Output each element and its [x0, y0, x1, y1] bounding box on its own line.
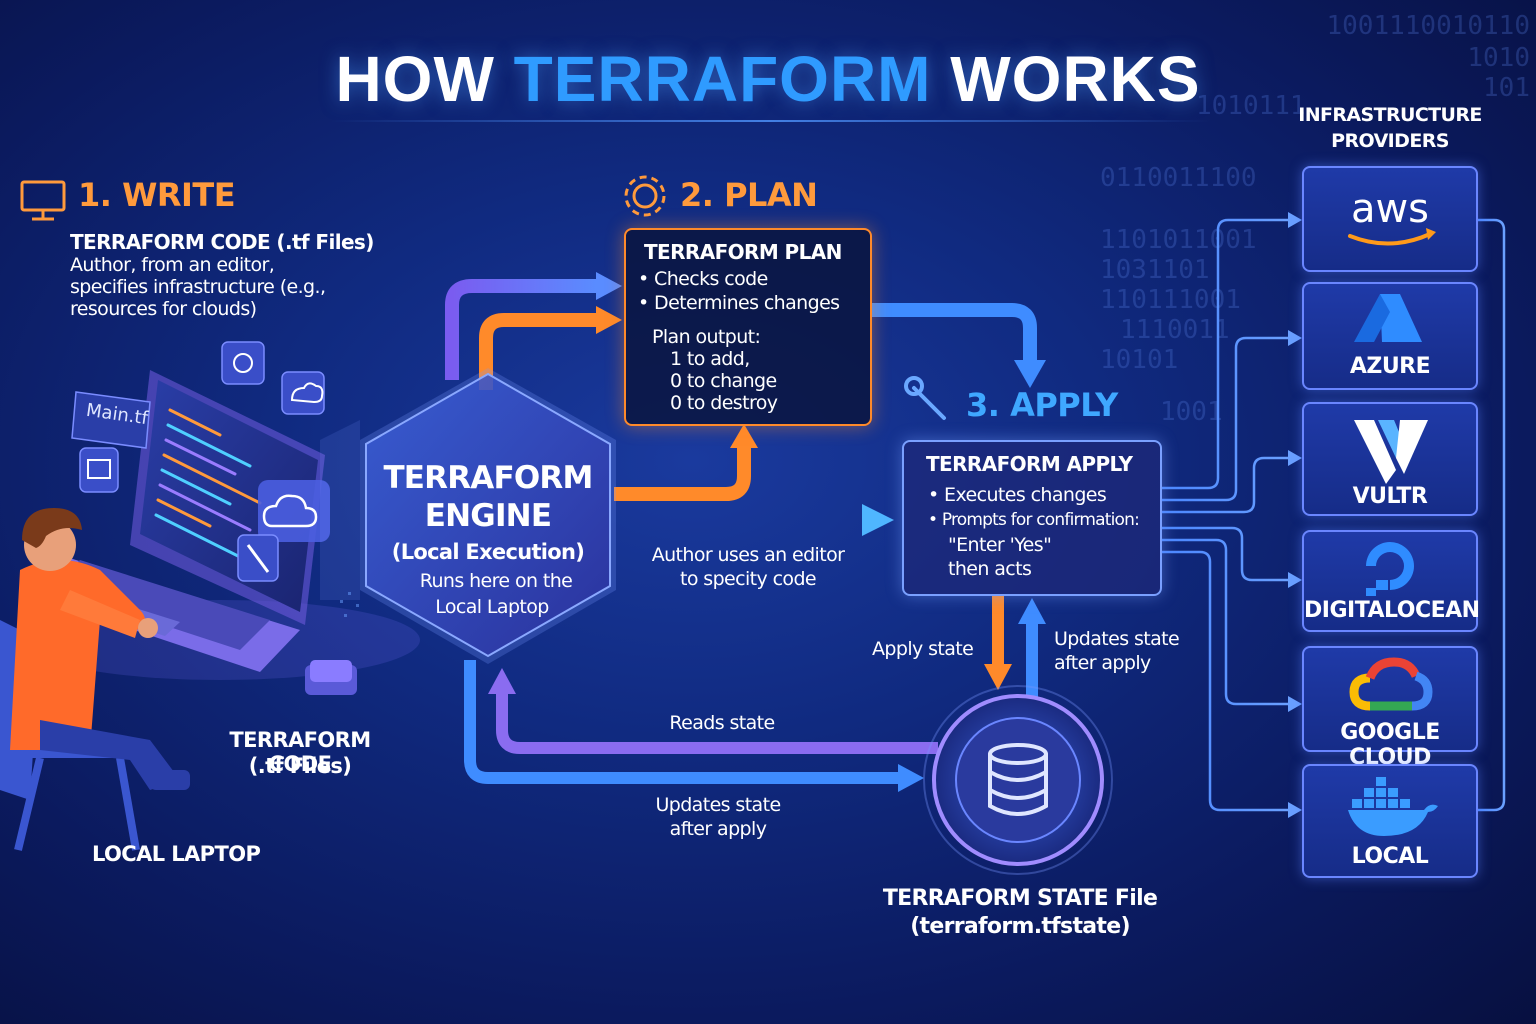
- binary-line: 1110011: [1120, 315, 1230, 345]
- apply-bullet-2: • Prompts for confirmation:: [928, 510, 1140, 530]
- laptop-label: LOCAL LAPTOP: [92, 842, 261, 866]
- plan-output-line-1: 1 to add,: [670, 348, 750, 370]
- code-label-line-2: (.tf Files): [248, 754, 352, 778]
- provider-connectors: [1160, 218, 1506, 812]
- state-label-line-1: TERRAFORM STATE File: [882, 886, 1158, 911]
- title-highlight: TERRAFORM: [513, 43, 932, 115]
- wrench-icon: [904, 376, 946, 420]
- binary-line: 1001: [1160, 397, 1223, 427]
- write-code-title: TERRAFORM CODE (.tf Files): [70, 230, 374, 254]
- binary-line: 10101: [1100, 345, 1179, 375]
- author-label-line-1: Author uses an editor: [651, 544, 845, 566]
- vultr-label: VULTR: [1352, 484, 1428, 509]
- aws-logo-icon: [1348, 228, 1436, 246]
- state-label-line-2: (terraform.tfstate): [910, 914, 1130, 939]
- plan-box: TERRAFORM PLAN • Checks code • Determine…: [624, 228, 872, 426]
- apply-state-label: Apply state: [872, 638, 974, 660]
- providers-heading-line-2: PROVIDERS: [1331, 130, 1449, 152]
- arrow-engine-to-plan-output: [614, 446, 751, 501]
- google-cloud-logo-icon: [1349, 657, 1433, 711]
- binary-line: 1001110010110: [1326, 11, 1531, 41]
- title-underline: [330, 120, 1210, 122]
- binary-line: 1010111: [1196, 91, 1306, 121]
- providers-heading-line-1: INFRASTRUCTURE: [1298, 104, 1482, 126]
- monitor-icon: [20, 180, 66, 221]
- vultr-logo-icon: [1354, 420, 1428, 484]
- engine-title-line-2: ENGINE: [424, 498, 552, 534]
- reads-state-label: Reads state: [669, 712, 775, 734]
- page-title: HOW TERRAFORM WORKS: [0, 42, 1536, 116]
- write-desc-line-3: resources for clouds): [70, 298, 257, 320]
- provider-digitalocean: DIGITALOCEAN: [1302, 530, 1480, 632]
- binary-line: 101: [1483, 73, 1530, 103]
- write-desc-line-1: Author, from an editor,: [70, 254, 275, 276]
- arrow-plan-to-apply: [870, 303, 1037, 360]
- apply-box-title: TERRAFORM APPLY: [926, 452, 1133, 476]
- arrow-engine-to-plan-orange: [479, 313, 596, 390]
- engine-title-line-1: TERRAFORM: [383, 460, 593, 496]
- code-window-icon: [87, 459, 111, 479]
- engine-note-line-1: Runs here on the: [419, 570, 573, 592]
- plan-output-line-3: 0 to destroy: [670, 392, 778, 414]
- author-label-line-2: to specity code: [679, 568, 817, 590]
- plan-bullet-2: • Determines changes: [638, 292, 840, 314]
- write-desc-line-2: specifies infrastructure (e.g.,: [70, 276, 326, 298]
- plan-step-title: 2. PLAN: [680, 176, 818, 214]
- updates-state-right-line-1: Updates state: [1054, 628, 1180, 650]
- binary-line: 1101011001: [1100, 225, 1257, 255]
- docker-whale-icon: [1348, 777, 1438, 836]
- plan-output-line-2: 0 to change: [670, 370, 777, 392]
- tool-icon: [246, 544, 270, 573]
- updates-state-bottom-line-2: after apply: [669, 818, 767, 840]
- provider-azure: AZURE: [1302, 282, 1478, 390]
- apply-bullet-1: • Executes changes: [928, 484, 1107, 506]
- gear-icon: [624, 175, 666, 217]
- aws-logo-text: aws: [1350, 186, 1430, 232]
- gear-icon: [233, 353, 253, 373]
- azure-label: AZURE: [1349, 354, 1431, 379]
- provider-google-cloud: GOOGLE CLOUD: [1302, 646, 1478, 770]
- updates-state-right-line-2: after apply: [1054, 652, 1151, 674]
- provider-local: LOCAL: [1302, 764, 1478, 878]
- updates-state-bottom-line-1: Updates state: [655, 794, 781, 816]
- google-cloud-label: GOOGLE CLOUD: [1340, 720, 1440, 770]
- cloud-wrench-icon: [262, 494, 318, 528]
- plan-bullet-1: • Checks code: [638, 268, 768, 290]
- laptop-illustration: [20, 341, 420, 695]
- binary-line: 0110011100: [1100, 163, 1257, 193]
- apply-box: TERRAFORM APPLY • Executes changes • Pro…: [902, 440, 1162, 596]
- plan-output-title: Plan output:: [652, 326, 761, 348]
- title-suffix: WORKS: [931, 43, 1201, 115]
- digitalocean-logo-icon: [1366, 542, 1414, 596]
- binary-line: 1010: [1467, 43, 1530, 73]
- cloud-upload-icon: [290, 382, 324, 404]
- engine-hexagon: [360, 368, 616, 664]
- database-icon: [988, 743, 1048, 816]
- digitalocean-label: DIGITALOCEAN: [1304, 598, 1480, 623]
- state-file-icon: [923, 685, 1113, 875]
- arrow-engine-to-plan-purple: [445, 279, 596, 380]
- local-label: LOCAL: [1351, 844, 1429, 869]
- arrow-reads-state: [496, 692, 938, 754]
- write-step-title: 1. WRITE: [78, 176, 236, 214]
- arrow-updates-state: [464, 660, 900, 784]
- person-illustration: [0, 508, 190, 851]
- title-prefix: HOW: [335, 43, 514, 115]
- apply-step-title: 3. APPLY: [966, 386, 1118, 424]
- provider-aws: aws: [1302, 166, 1478, 272]
- binary-pattern: 1001110010110 1010 101 1010111 011001110…: [1100, 0, 1536, 460]
- azure-logo-icon: [1354, 294, 1422, 342]
- engine-note-line-2: Local Laptop: [435, 596, 549, 618]
- binary-line: 1031101: [1100, 255, 1210, 285]
- plan-box-title: TERRAFORM PLAN: [644, 240, 842, 264]
- code-label-line-1: TERRAFORM CODE: [229, 728, 371, 776]
- apply-extra-line-1: "Enter 'Yes": [948, 534, 1052, 556]
- provider-vultr: VULTR: [1302, 402, 1478, 516]
- engine-subtitle: (Local Execution): [391, 540, 585, 564]
- apply-extra-line-2: then acts: [948, 558, 1032, 580]
